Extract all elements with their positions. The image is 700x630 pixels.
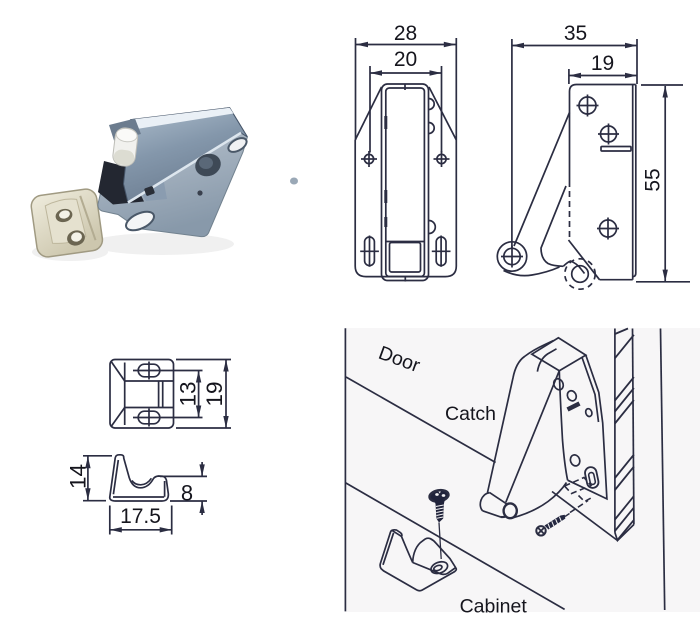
svg-text:Cabinet: Cabinet xyxy=(460,596,528,618)
svg-text:17.5: 17.5 xyxy=(120,505,161,528)
svg-text:19: 19 xyxy=(202,381,227,406)
svg-text:13: 13 xyxy=(176,381,201,406)
svg-text:35: 35 xyxy=(564,22,587,45)
svg-text:19: 19 xyxy=(591,52,614,75)
svg-text:Catch: Catch xyxy=(445,403,496,425)
svg-text:55: 55 xyxy=(642,168,665,191)
svg-text:20: 20 xyxy=(394,48,417,71)
svg-text:28: 28 xyxy=(394,22,417,45)
svg-text:8: 8 xyxy=(181,481,193,506)
svg-text:14: 14 xyxy=(66,464,91,489)
